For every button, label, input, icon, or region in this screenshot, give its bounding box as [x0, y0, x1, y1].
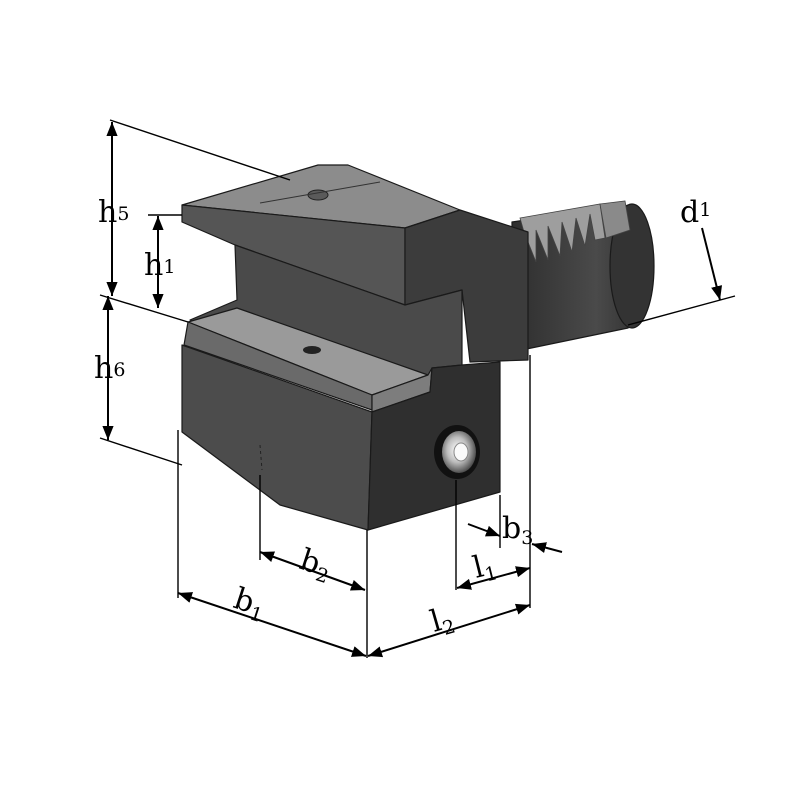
ledge-hole — [303, 346, 321, 354]
dim-line-b2 — [259, 551, 366, 591]
label-b2: b2 — [295, 542, 337, 588]
label-b1: b1 — [229, 581, 271, 627]
label-h6: h6 — [94, 351, 125, 386]
dim-line-b3-right — [531, 542, 563, 554]
dim-line-d1 — [701, 227, 723, 301]
label-h5: h5 — [98, 195, 129, 230]
shank — [511, 200, 655, 353]
holder-body — [181, 164, 655, 531]
dim-line-l2 — [367, 603, 531, 658]
label-d1: d1 — [680, 195, 711, 230]
dim-line-b1 — [177, 592, 367, 657]
dim-line-b3-left — [467, 523, 501, 537]
label-h1: h1 — [144, 248, 175, 283]
dimension-lines — [102, 122, 723, 658]
shank-threads — [519, 200, 631, 263]
extension-lines — [99, 119, 736, 658]
label-b3: b3 — [502, 511, 533, 549]
dim-line-l1 — [456, 566, 531, 590]
clamp-screw — [434, 425, 480, 479]
